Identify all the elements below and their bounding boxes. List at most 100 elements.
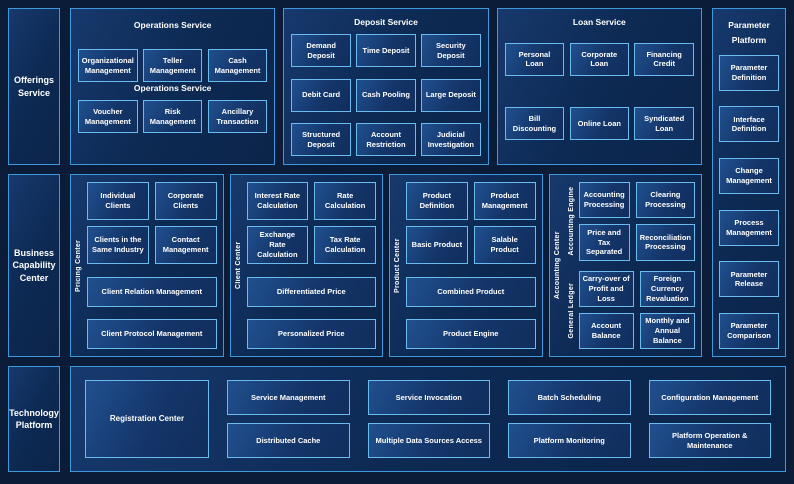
- loan-service-panel: Loan Service Personal Loan Corporate Loa…: [496, 8, 702, 165]
- product-center-panel: Product Center Product Definition Produc…: [389, 174, 543, 357]
- accounting-center-panel: Accounting Center Accounting Engine Acco…: [548, 174, 702, 357]
- batch-scheduling-box: Batch Scheduling: [508, 380, 631, 415]
- offerings-service-label: Offerings Service: [13, 75, 54, 98]
- interface-definition-box: Interface Definition: [719, 106, 779, 143]
- platform-operation-maintenance-box: Platform Operation & Maintenance: [648, 423, 771, 458]
- deposit-service-title: Deposit Service: [354, 17, 418, 27]
- technology-column-4: Configuration Management Platform Operat…: [648, 380, 771, 458]
- client-center-grid: Interest Rate Calculation Rate Calculati…: [246, 182, 376, 264]
- configuration-management-box: Configuration Management: [648, 380, 771, 415]
- process-management-box: Process Management: [719, 209, 779, 246]
- parameter-platform-boxes: Parameter Definition Interface Definitio…: [719, 54, 779, 349]
- offerings-service-label-panel: Offerings Service: [8, 8, 60, 165]
- tax-rate-calculation-box: Tax Rate Calculation: [314, 226, 376, 264]
- deposit-row-1: Demand Deposit Time Deposit Security Dep…: [291, 34, 481, 67]
- security-deposit-box: Security Deposit: [421, 34, 481, 67]
- product-center-body: Product Definition Product Management Ba…: [406, 182, 536, 349]
- loan-rows: Personal Loan Corporate Loan Financing C…: [504, 27, 694, 156]
- pricing-center-grid: Individual Clients Corporate Clients Cli…: [87, 182, 217, 264]
- business-capability-center-label-panel: Business Capability Center: [8, 174, 60, 357]
- deposit-service-panel: Deposit Service Demand Deposit Time Depo…: [283, 8, 489, 165]
- technology-column-1: Service Management Distributed Cache: [227, 380, 350, 458]
- risk-management-box: Risk Management: [142, 100, 203, 133]
- product-engine-box: Product Engine: [406, 319, 536, 349]
- ancillary-transaction-box: Ancillary Transaction: [207, 100, 268, 133]
- pricing-center-side-label: Pricing Center: [75, 239, 82, 292]
- operations-service-subtitle: Operations Service: [133, 83, 212, 93]
- product-center-grid: Product Definition Product Management Ba…: [406, 182, 536, 264]
- cash-pooling-box: Cash Pooling: [356, 78, 416, 112]
- time-deposit-box: Time Deposit: [356, 34, 416, 67]
- registration-center-box: Registration Center: [85, 380, 209, 458]
- monthly-annual-balance-box: Monthly and Annual Balance: [639, 312, 695, 349]
- parameter-platform-panel: Parameter Platform Parameter Definition …: [712, 8, 786, 357]
- clearing-processing-box: Clearing Processing: [635, 182, 695, 219]
- account-balance-box: Account Balance: [578, 312, 634, 349]
- online-loan-box: Online Loan: [569, 107, 630, 141]
- structured-deposit-box: Structured Deposit: [291, 123, 351, 156]
- corporate-clients-box: Corporate Clients: [154, 182, 217, 220]
- platform-monitoring-box: Platform Monitoring: [508, 423, 631, 458]
- price-and-tax-separated-box: Price and Tax Separated: [578, 224, 630, 261]
- technology-platform-label-panel: Technology Platform: [8, 366, 60, 472]
- corporate-loan-box: Corporate Loan: [569, 42, 630, 76]
- business-capability-center-label: Business Capability Center: [12, 248, 56, 283]
- general-ledger-group: General Ledger Carry-over of Profit and …: [566, 270, 695, 349]
- contact-management-box: Contact Management: [154, 226, 217, 264]
- client-center-body: Interest Rate Calculation Rate Calculati…: [246, 182, 376, 349]
- client-relation-management-box: Client Relation Management: [87, 276, 217, 307]
- deposit-row-2: Debit Card Cash Pooling Large Deposit: [291, 78, 481, 112]
- product-management-box: Product Management: [473, 182, 536, 220]
- foreign-currency-revaluation-box: Foreign Currency Revaluation: [639, 270, 695, 307]
- basic-product-box: Basic Product: [406, 226, 468, 264]
- exchange-rate-calculation-box: Exchange Rate Calculation: [246, 226, 309, 264]
- clients-same-industry-box: Clients in the Same Industry: [87, 226, 149, 264]
- loan-service-title: Loan Service: [572, 17, 626, 27]
- accounting-engine-grid: Accounting Processing Clearing Processin…: [578, 182, 695, 261]
- technology-column-2: Service Invocation Multiple Data Sources…: [367, 380, 490, 458]
- deposit-row-3: Structured Deposit Account Restriction J…: [291, 123, 481, 156]
- carry-over-profit-loss-box: Carry-over of Profit and Loss: [578, 270, 634, 307]
- operations-service-panel: Operations Service Organizational Manage…: [70, 8, 276, 165]
- cash-management-box: Cash Management: [207, 49, 268, 82]
- change-management-box: Change Management: [719, 157, 779, 194]
- technology-platform-label: Technology Platform: [9, 407, 59, 430]
- client-center-panel: Client Center Interest Rate Calculation …: [229, 174, 383, 357]
- operations-row-2: Voucher Management Risk Management Ancil…: [78, 100, 268, 133]
- parameter-release-box: Parameter Release: [719, 261, 779, 298]
- large-deposit-box: Large Deposit: [421, 78, 481, 112]
- product-center-side-label: Product Center: [394, 238, 401, 293]
- pricing-center-body: Individual Clients Corporate Clients Cli…: [87, 182, 217, 349]
- service-invocation-box: Service Invocation: [367, 380, 490, 415]
- general-ledger-side-label: General Ledger: [567, 281, 575, 338]
- accounting-engine-side-label: Accounting Engine: [567, 186, 575, 256]
- personal-loan-box: Personal Loan: [504, 42, 565, 76]
- client-center-side-label: Client Center: [234, 241, 242, 290]
- top-service-panels: Operations Service Organizational Manage…: [70, 8, 702, 165]
- demand-deposit-box: Demand Deposit: [291, 34, 351, 67]
- salable-product-box: Salable Product: [473, 226, 536, 264]
- parameter-definition-box: Parameter Definition: [719, 54, 779, 91]
- product-definition-box: Product Definition: [406, 182, 468, 220]
- operations-row-1: Organizational Management Teller Managem…: [78, 49, 268, 82]
- client-protocol-management-box: Client Protocol Management: [87, 319, 217, 349]
- accounting-processing-box: Accounting Processing: [578, 182, 630, 219]
- account-restriction-box: Account Restriction: [356, 123, 416, 156]
- personalized-price-box: Personalized Price: [246, 319, 376, 349]
- loan-row-2: Bill Discounting Online Loan Syndicated …: [504, 107, 694, 141]
- pricing-center-panel: Pricing Center Individual Clients Corpor…: [70, 174, 224, 357]
- financing-credit-box: Financing Credit: [634, 42, 694, 76]
- technology-column-3: Batch Scheduling Platform Monitoring: [508, 380, 631, 458]
- syndicated-loan-box: Syndicated Loan: [634, 107, 694, 141]
- service-management-box: Service Management: [227, 380, 350, 415]
- accounting-center-side-label: Accounting Center: [553, 231, 561, 300]
- deposit-rows: Demand Deposit Time Deposit Security Dep…: [291, 34, 481, 156]
- debit-card-box: Debit Card: [291, 78, 351, 112]
- interest-rate-calculation-box: Interest Rate Calculation: [246, 182, 309, 220]
- differentiated-price-box: Differentiated Price: [246, 276, 376, 307]
- parameter-comparison-box: Parameter Comparison: [719, 312, 779, 349]
- operations-service-title: Operations Service: [133, 20, 212, 30]
- multiple-data-sources-access-box: Multiple Data Sources Access: [367, 423, 490, 458]
- organizational-management-box: Organizational Management: [78, 49, 138, 82]
